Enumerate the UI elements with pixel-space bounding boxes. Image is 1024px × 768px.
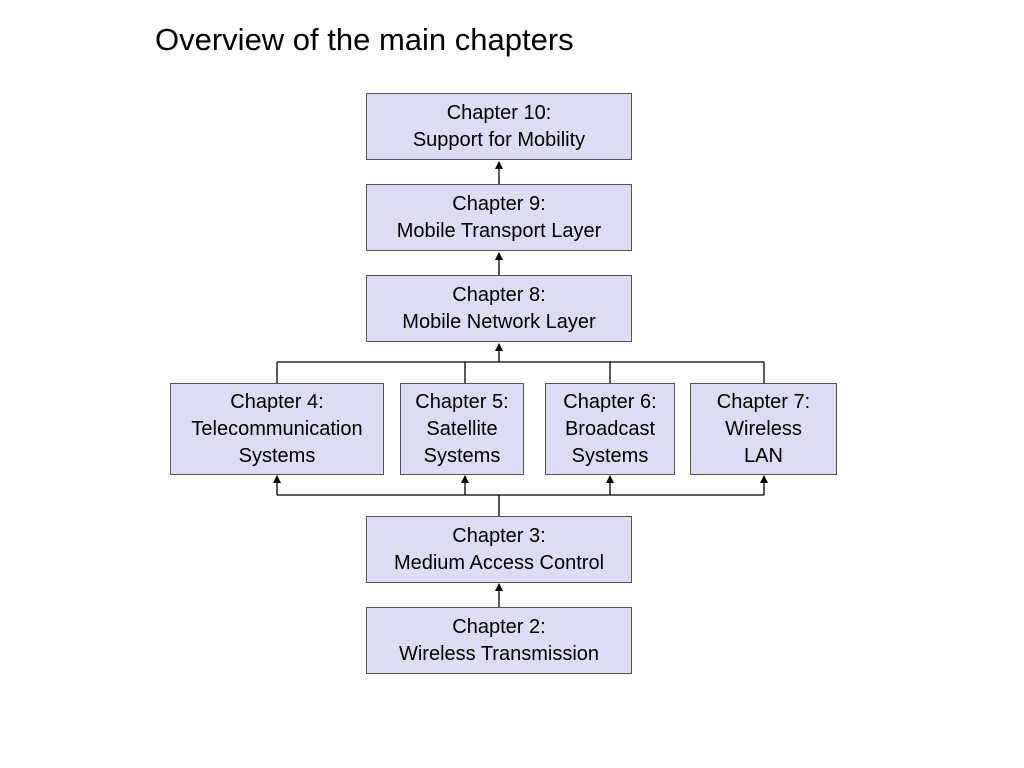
chapter-10-subtitle: Support for Mobility <box>412 128 586 151</box>
chapter-4-heading: Chapter 4: <box>230 390 324 413</box>
chapter-6-heading: Chapter 6: <box>563 390 657 413</box>
chapter-2-heading: Chapter 2: <box>452 615 546 638</box>
chapter-6-subtitle-line2: Systems <box>571 444 649 467</box>
chapter-7-heading: Chapter 7: <box>716 390 811 413</box>
chapter-5-heading: Chapter 5: <box>415 390 509 413</box>
chapter-10-heading: Chapter 10: <box>446 101 552 124</box>
chapter-7-subtitle-line1: Wireless <box>725 417 802 440</box>
chapter-4-subtitle-line1: Telecommunication <box>191 417 363 440</box>
chapter-6-subtitle-line1: Broadcast <box>564 417 656 440</box>
chapter-5-subtitle-line2: Systems <box>423 444 501 467</box>
chapter-8-subtitle: Mobile Network Layer <box>402 310 596 333</box>
chapter-2-box: Chapter 2: Wireless Transmission <box>366 607 632 674</box>
chapter-3-box: Chapter 3: Medium Access Control <box>366 516 632 583</box>
diagram-title: Overview of the main chapters <box>155 22 574 57</box>
chapter-6-box: Chapter 6: Broadcast Systems <box>545 383 675 475</box>
chapter-2-subtitle: Wireless Transmission <box>398 642 600 665</box>
chapter-8-heading: Chapter 8: <box>452 283 546 306</box>
chapter-3-subtitle: Medium Access Control <box>393 551 605 574</box>
chapter-4-subtitle-line2: Systems <box>238 444 316 467</box>
chapter-9-heading: Chapter 9: <box>452 192 546 215</box>
chapter-8-box: Chapter 8: Mobile Network Layer <box>366 275 632 342</box>
chapter-4-box: Chapter 4: Telecommunication Systems <box>170 383 384 475</box>
chapter-10-box: Chapter 10: Support for Mobility <box>366 93 632 160</box>
chapter-5-box: Chapter 5: Satellite Systems <box>400 383 524 475</box>
chapter-7-box: Chapter 7: Wireless LAN <box>690 383 837 475</box>
chapter-3-heading: Chapter 3: <box>452 524 546 547</box>
chapter-9-subtitle: Mobile Transport Layer <box>396 219 602 242</box>
chapter-9-box: Chapter 9: Mobile Transport Layer <box>366 184 632 251</box>
chapter-5-subtitle-line1: Satellite <box>426 417 498 440</box>
chapter-7-subtitle-line2: LAN <box>744 444 783 467</box>
